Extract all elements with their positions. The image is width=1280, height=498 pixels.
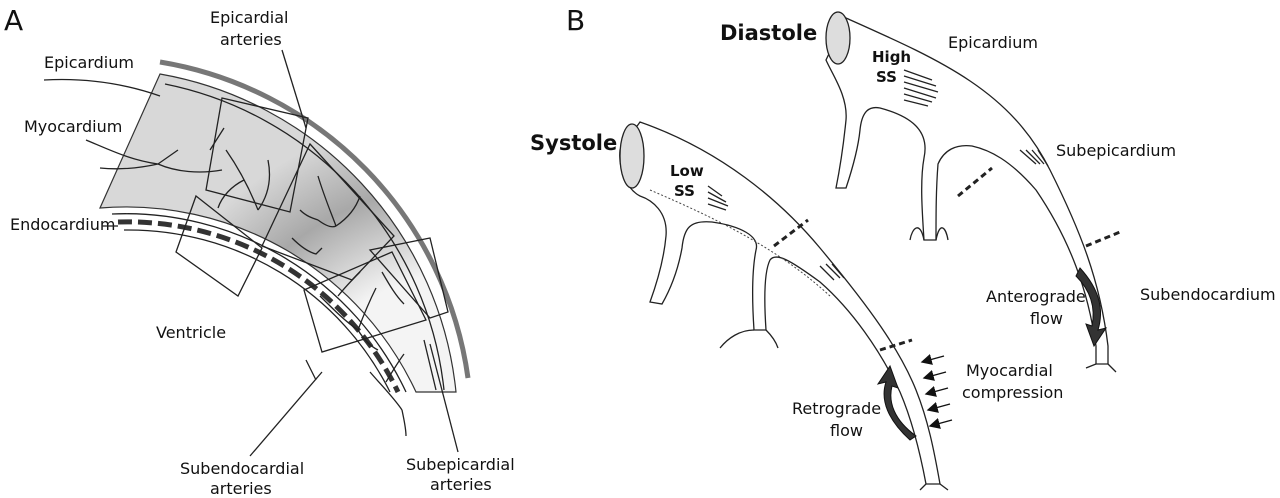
label-anterograde-flow-1: Anterograde <box>986 287 1086 306</box>
label-subepicardium: Subepicardium <box>1056 141 1176 160</box>
systole-main-artery <box>620 122 940 484</box>
label-myocardial-compression-2: compression <box>962 383 1063 402</box>
panel-b-letter: B <box>566 4 585 37</box>
label-subendocardial-arteries-1: Subendocardial <box>180 459 304 478</box>
label-subepicardial-arteries-1: Subepicardial <box>406 455 515 474</box>
label-systole: Systole <box>530 131 617 155</box>
leader-epicardial-arteries <box>282 50 306 128</box>
label-epicardial-arteries-2: arteries <box>220 30 282 49</box>
label-epicardial-arteries-1: Epicardial <box>210 8 288 27</box>
label-endocardium: Endocardium <box>10 215 115 234</box>
label-diastole-epicardium: Epicardium <box>948 33 1038 52</box>
panel-a-letter: A <box>4 4 23 37</box>
diastole-boundary-epi-sub <box>958 168 992 196</box>
systole-vessel-opening <box>620 124 644 188</box>
label-myocardium: Myocardium <box>24 117 122 136</box>
label-retrograde-flow-1: Retrograde <box>792 399 881 418</box>
panel-b: B <box>530 4 1276 490</box>
label-retrograde-flow-2: flow <box>830 421 863 440</box>
myocardial-compression-arrows <box>922 356 952 426</box>
panel-a: A Epicardium Epicardial arteries Myocard… <box>4 4 515 498</box>
label-systole-ss-1: Low <box>670 162 704 180</box>
label-diastole-ss-1: High <box>872 48 911 66</box>
label-myocardial-compression-1: Myocardial <box>966 361 1053 380</box>
label-anterograde-flow-2: flow <box>1030 309 1063 328</box>
label-ventricle: Ventricle <box>156 323 226 342</box>
label-subendocardial-arteries-2: arteries <box>210 479 272 498</box>
leader-epicardium <box>44 80 160 96</box>
label-subepicardial-arteries-2: arteries <box>430 475 492 494</box>
label-diastole: Diastole <box>720 21 817 45</box>
label-systole-ss-2: SS <box>674 182 695 200</box>
diastole-vessel-opening <box>826 12 850 64</box>
diastole-boundary-sub-endo <box>1086 232 1120 246</box>
label-diastole-ss-2: SS <box>876 68 897 86</box>
leader-subendocardial-arteries <box>250 372 322 456</box>
label-epicardium: Epicardium <box>44 53 134 72</box>
label-subendocardium: Subendocardium <box>1140 285 1276 304</box>
myocardial-wall <box>100 74 456 392</box>
